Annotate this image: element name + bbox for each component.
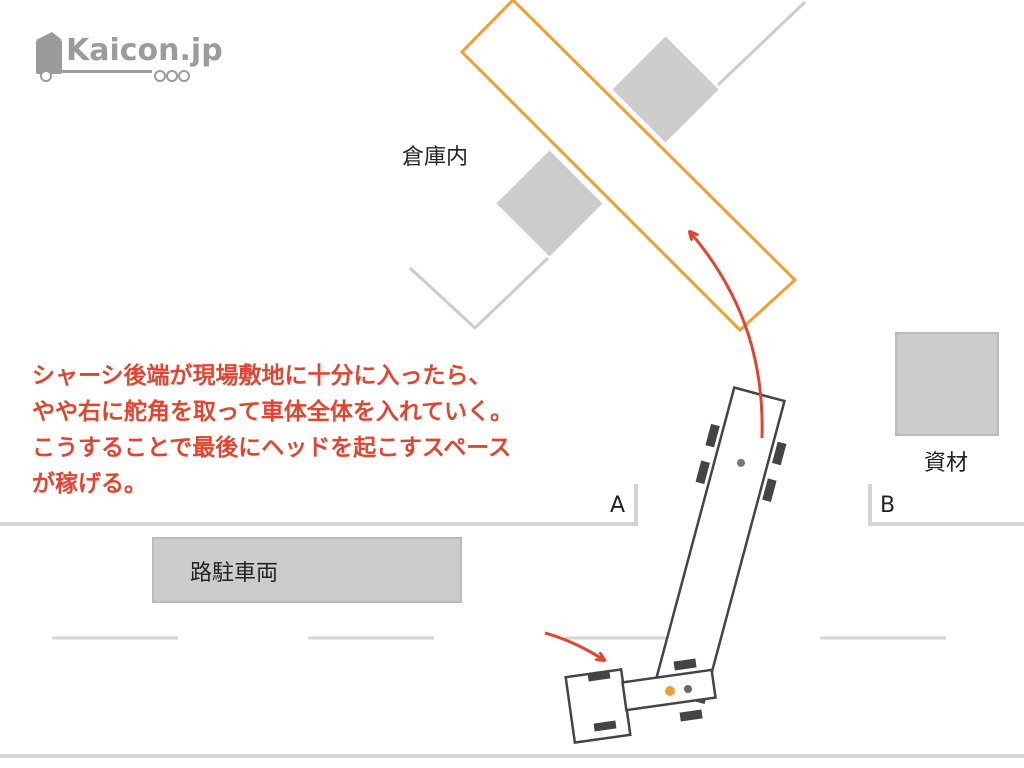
road-edge-right bbox=[868, 484, 1024, 526]
warehouse-rack-upper bbox=[612, 36, 719, 143]
trailer-wheel bbox=[695, 460, 710, 485]
fifth-wheel-marker bbox=[684, 685, 692, 693]
parked-vehicle-label: 路駐車両 bbox=[190, 561, 278, 586]
materials-label: 資材 bbox=[924, 451, 968, 476]
materials-box bbox=[895, 332, 999, 436]
tractor-cab bbox=[564, 668, 632, 744]
warehouse-rack-lower bbox=[496, 150, 603, 257]
warehouse-wall-lower bbox=[408, 256, 550, 331]
instruction-text: シャーシ後端が現場敷地に十分に入ったら、 やや右に舵角を取って車体全体を入れてい… bbox=[32, 362, 513, 497]
logo-text: Kaicon.jp bbox=[66, 33, 223, 68]
parked-vehicle bbox=[152, 537, 462, 603]
tractor-wheel bbox=[679, 709, 703, 722]
trailer-wheel bbox=[762, 478, 777, 502]
tractor-wheel bbox=[673, 658, 697, 671]
instruction-line: こうすることで最後にヘッドを起こすスペース bbox=[32, 434, 511, 461]
road-edge-left bbox=[0, 484, 638, 526]
trailer-wheel bbox=[705, 423, 720, 448]
corner-b-label: B bbox=[880, 493, 895, 518]
corner-a-label: A bbox=[610, 493, 625, 518]
instruction-line: が稼げる。 bbox=[32, 470, 147, 497]
instruction-line: シャーシ後端が現場敷地に十分に入ったら、 bbox=[32, 362, 492, 389]
tractor-wheel bbox=[593, 720, 617, 732]
tractor-wheel bbox=[587, 670, 611, 682]
trailer-axle-center bbox=[736, 458, 745, 467]
instruction-line: やや右に舵角を取って車体全体を入れていく。 bbox=[32, 398, 513, 425]
kaicon-logo: Kaicon.jp bbox=[36, 32, 223, 82]
trailer-body bbox=[651, 386, 787, 704]
trailer-direction-arrow bbox=[690, 232, 764, 439]
warehouse-wall-upper bbox=[716, 0, 807, 87]
head-direction-arrow bbox=[544, 631, 604, 660]
warehouse-building bbox=[408, 0, 807, 331]
tractor-head bbox=[564, 658, 717, 744]
loading-dock bbox=[459, 0, 798, 333]
trailer-chassis bbox=[651, 386, 787, 704]
truck-logo-icon bbox=[36, 32, 190, 82]
kingpin-marker bbox=[665, 686, 675, 696]
warehouse-label: 倉庫内 bbox=[402, 145, 468, 170]
trailer-wheel bbox=[772, 441, 787, 466]
